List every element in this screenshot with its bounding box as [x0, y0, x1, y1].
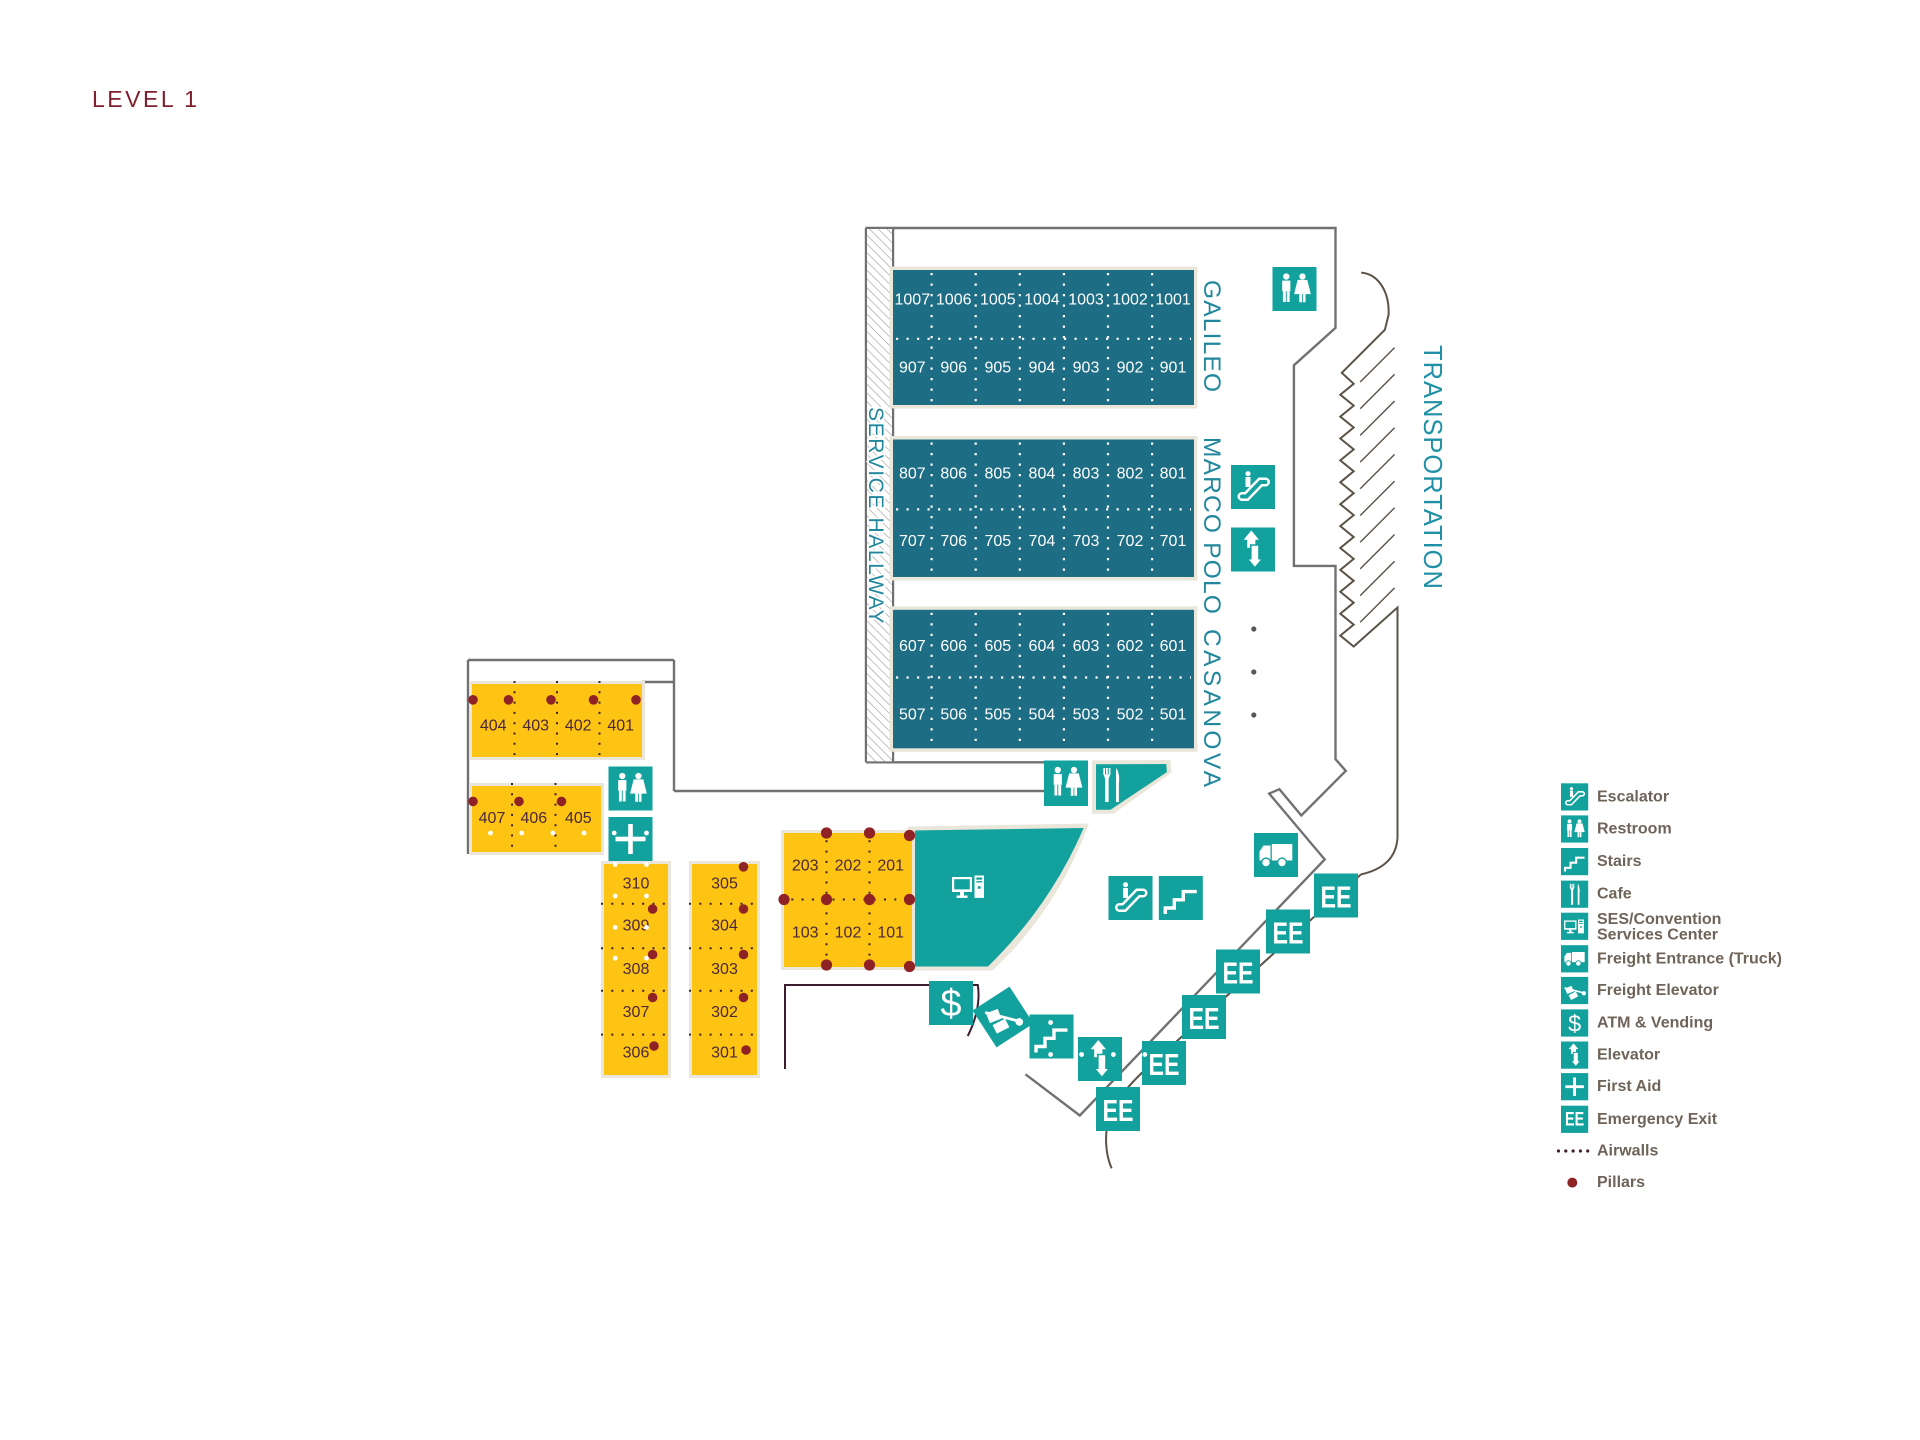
svg-text:401: 401: [607, 718, 634, 735]
svg-text:103: 103: [792, 925, 819, 942]
svg-text:502: 502: [1117, 707, 1144, 724]
svg-text:504: 504: [1029, 707, 1056, 724]
svg-text:$: $: [1568, 1011, 1581, 1037]
svg-text:402: 402: [565, 718, 592, 735]
svg-text:201: 201: [877, 858, 904, 875]
svg-text:202: 202: [835, 858, 862, 875]
svg-text:803: 803: [1073, 465, 1100, 482]
svg-text:Elevator: Elevator: [1597, 1047, 1660, 1064]
svg-text:902: 902: [1117, 360, 1144, 377]
svg-text:Freight Entrance (Truck): Freight Entrance (Truck): [1597, 950, 1782, 967]
svg-text:102: 102: [835, 925, 862, 942]
svg-text:407: 407: [479, 810, 506, 827]
svg-text:603: 603: [1073, 638, 1100, 655]
svg-text:1001: 1001: [1155, 292, 1191, 309]
svg-text:1003: 1003: [1068, 292, 1104, 309]
svg-text:First Aid: First Aid: [1597, 1078, 1661, 1095]
svg-text:Emergency Exit: Emergency Exit: [1597, 1111, 1718, 1128]
svg-text:1006: 1006: [936, 292, 972, 309]
svg-text:505: 505: [984, 707, 1011, 724]
svg-text:304: 304: [711, 918, 738, 935]
svg-text:EE: EE: [1321, 880, 1352, 915]
svg-text:EE: EE: [1273, 916, 1304, 951]
svg-text:601: 601: [1160, 638, 1187, 655]
svg-text:506: 506: [940, 707, 967, 724]
svg-text:705: 705: [984, 533, 1011, 550]
svg-text:303: 303: [711, 961, 738, 978]
svg-text:701: 701: [1160, 533, 1187, 550]
svg-text:704: 704: [1029, 533, 1056, 550]
svg-text:605: 605: [984, 638, 1011, 655]
svg-text:802: 802: [1117, 465, 1144, 482]
svg-text:905: 905: [984, 360, 1011, 377]
svg-text:904: 904: [1029, 360, 1056, 377]
svg-text:EE: EE: [1189, 1001, 1220, 1036]
svg-text:LEVEL 1: LEVEL 1: [92, 86, 199, 112]
svg-text:1002: 1002: [1112, 292, 1148, 309]
svg-text:305: 305: [711, 876, 738, 893]
svg-text:707: 707: [899, 533, 926, 550]
svg-text:308: 308: [623, 961, 650, 978]
svg-text:503: 503: [1073, 707, 1100, 724]
svg-text:607: 607: [899, 638, 926, 655]
svg-text:Cafe: Cafe: [1597, 886, 1632, 903]
svg-text:CASANOVA: CASANOVA: [1198, 629, 1225, 791]
svg-text:EE: EE: [1103, 1093, 1134, 1128]
svg-text:SES/Convention: SES/Convention: [1597, 911, 1721, 928]
svg-text:406: 406: [520, 810, 547, 827]
svg-text:$: $: [940, 983, 961, 1025]
svg-text:Escalator: Escalator: [1597, 788, 1669, 805]
svg-text:TRANSPORTATION: TRANSPORTATION: [1418, 345, 1446, 590]
svg-text:MARCO POLO: MARCO POLO: [1198, 437, 1225, 615]
svg-text:606: 606: [940, 638, 967, 655]
svg-text:404: 404: [480, 718, 507, 735]
svg-text:604: 604: [1029, 638, 1056, 655]
svg-text:901: 901: [1160, 360, 1187, 377]
svg-text:702: 702: [1117, 533, 1144, 550]
svg-text:1007: 1007: [895, 292, 931, 309]
svg-text:310: 310: [623, 876, 650, 893]
svg-text:906: 906: [940, 360, 967, 377]
svg-text:ATM & Vending: ATM & Vending: [1597, 1015, 1713, 1032]
svg-text:706: 706: [940, 533, 967, 550]
svg-text:Services Center: Services Center: [1597, 926, 1718, 943]
svg-text:501: 501: [1160, 707, 1187, 724]
svg-text:301: 301: [711, 1044, 738, 1061]
svg-text:804: 804: [1029, 465, 1056, 482]
svg-text:EE: EE: [1565, 1110, 1584, 1131]
svg-text:Restroom: Restroom: [1597, 821, 1672, 838]
svg-text:805: 805: [984, 465, 1011, 482]
svg-text:907: 907: [899, 360, 926, 377]
svg-text:309: 309: [623, 918, 650, 935]
svg-text:405: 405: [565, 810, 592, 827]
svg-text:403: 403: [522, 718, 549, 735]
svg-text:801: 801: [1160, 465, 1187, 482]
svg-text:903: 903: [1073, 360, 1100, 377]
svg-text:307: 307: [623, 1004, 650, 1021]
svg-text:306: 306: [623, 1044, 650, 1061]
svg-text:Freight Elevator: Freight Elevator: [1597, 982, 1719, 999]
svg-text:703: 703: [1073, 533, 1100, 550]
svg-text:101: 101: [877, 925, 904, 942]
svg-text:507: 507: [899, 707, 926, 724]
svg-text:SERVICE HALLWAY: SERVICE HALLWAY: [864, 407, 887, 625]
svg-text:Airwalls: Airwalls: [1597, 1143, 1658, 1160]
svg-text:302: 302: [711, 1004, 738, 1021]
svg-text:602: 602: [1117, 638, 1144, 655]
svg-text:Stairs: Stairs: [1597, 853, 1642, 870]
svg-text:EE: EE: [1223, 956, 1254, 991]
svg-text:1005: 1005: [980, 292, 1016, 309]
svg-text:Pillars: Pillars: [1597, 1174, 1645, 1191]
svg-text:203: 203: [792, 858, 819, 875]
svg-text:GALILEO: GALILEO: [1198, 280, 1225, 393]
svg-text:EE: EE: [1149, 1047, 1180, 1082]
svg-text:1004: 1004: [1024, 292, 1060, 309]
svg-text:806: 806: [940, 465, 967, 482]
svg-text:807: 807: [899, 465, 926, 482]
